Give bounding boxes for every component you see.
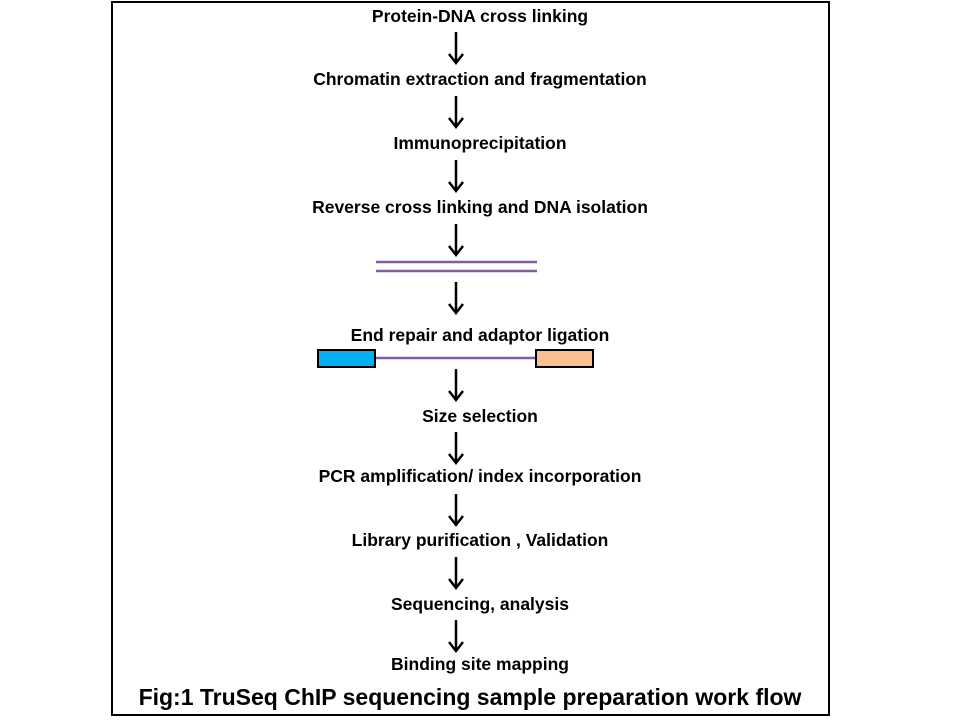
step-library-purification: Library purification , Validation <box>351 530 609 550</box>
arrow-down-icon <box>448 32 464 66</box>
step-pcr-amplification: PCR amplification/ index incorporation <box>318 466 642 486</box>
figure-caption: Fig:1 TruSeq ChIP sequencing sample prep… <box>138 684 802 710</box>
arrow-down-icon <box>448 557 464 591</box>
step-end-repair-adaptor-ligation: End repair and adaptor ligation <box>350 325 610 345</box>
adaptor-ligated-fragment-icon <box>317 349 594 368</box>
figure-frame <box>111 1 830 716</box>
arrow-down-icon <box>448 96 464 130</box>
step-binding-site-mapping: Binding site mapping <box>391 654 569 674</box>
step-sequencing-analysis: Sequencing, analysis <box>391 594 569 614</box>
arrow-down-icon <box>448 160 464 194</box>
step-immunoprecipitation: Immunoprecipitation <box>393 133 567 153</box>
step-chromatin-extraction: Chromatin extraction and fragmentation <box>313 69 647 89</box>
arrow-down-icon <box>448 224 464 258</box>
arrow-down-icon <box>448 620 464 654</box>
arrow-down-icon <box>448 432 464 466</box>
step-protein-dna-cross-linking: Protein-DNA cross linking <box>371 6 589 26</box>
arrow-down-icon <box>448 494 464 528</box>
arrow-down-icon <box>448 369 464 403</box>
dna-double-strand-icon <box>376 260 537 273</box>
step-size-selection: Size selection <box>422 406 538 426</box>
arrow-down-icon <box>448 282 464 316</box>
step-reverse-cross-linking: Reverse cross linking and DNA isolation <box>312 197 648 217</box>
